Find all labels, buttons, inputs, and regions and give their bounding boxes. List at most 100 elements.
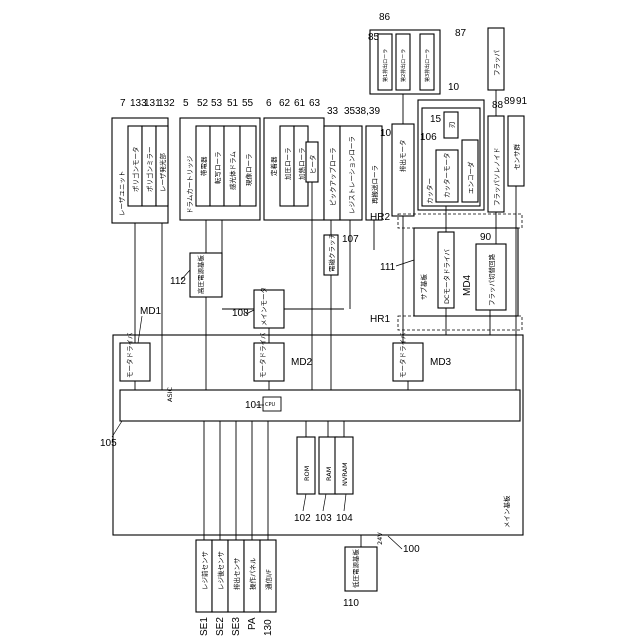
sub-board-ref: 111 — [380, 262, 396, 273]
eject2-label: 第2排出ローラ — [400, 49, 407, 82]
polygon-mirror-label: ポリゴンミラー — [145, 147, 154, 193]
regist-label: レジストレーションローラ — [348, 136, 356, 214]
rom-box — [297, 437, 315, 494]
md1-ref: MD1 — [140, 306, 162, 317]
v24-label: 24V — [376, 532, 384, 545]
sensor-label: センサ群 — [512, 144, 521, 171]
regist-ref: 35 — [344, 106, 356, 117]
flapper-label: フラッパ — [493, 50, 501, 77]
md3-driver-label: モータドライバ — [398, 332, 407, 378]
hr1-harness — [398, 316, 522, 330]
heat-roller-ref: 62 — [279, 98, 291, 109]
nvram-ref: 104 — [336, 513, 353, 524]
heater-ref: 63 — [309, 98, 321, 109]
high-power-label: 高圧電源基板 — [196, 255, 205, 295]
lf-ref: 130 — [263, 619, 274, 636]
regi-back-label: レジ後センサ — [216, 551, 225, 590]
md2-ref: MD2 — [291, 357, 313, 368]
main-board-ref: 100 — [403, 544, 420, 555]
ram-label: RAM — [325, 467, 333, 481]
flapper-ref: 88 — [492, 100, 504, 111]
eject-motor-ref: 106 — [420, 132, 437, 143]
blade-ref: 15 — [430, 114, 442, 125]
low-power-label: 低圧電源基板 — [351, 549, 360, 589]
sub-board-label: サブ基板 — [419, 274, 428, 301]
encoder-label: エンコーダ — [466, 161, 475, 194]
sensor-ref: 91 — [516, 96, 528, 107]
ram-ref: 103 — [315, 513, 332, 524]
pa-ref: PA — [247, 617, 258, 630]
md1-driver-label: モータドライバ — [125, 332, 134, 378]
lf-label: 通信I/F — [264, 569, 273, 590]
asic-ref: 105 — [100, 438, 117, 449]
dev-roller-ref: 55 — [242, 98, 254, 109]
hr2-ref: HR2 — [370, 212, 390, 223]
cpu-label: CPU — [265, 402, 276, 408]
asic-label: ASIC — [166, 387, 174, 402]
clutch-label: 電磁クラッチ — [327, 233, 336, 272]
charger-label: 帯電器 — [199, 156, 208, 176]
cpu-ref: 101 — [245, 400, 262, 411]
se2-ref: SE2 — [215, 617, 226, 636]
cutter-group-ref: 10 — [448, 82, 460, 93]
main-motor-label: メインモータ — [259, 287, 268, 326]
drum-cart-ref: 5 — [183, 98, 189, 109]
eject1-label: 第1排出ローラ — [382, 49, 389, 82]
md3-ref: MD3 — [430, 357, 452, 368]
nvram-label: NVRAM — [341, 462, 349, 486]
regist-ref-2: 38,39 — [355, 106, 380, 117]
sub-board-leader — [396, 260, 414, 266]
md3-driver-box — [393, 343, 423, 381]
main-motor-box — [254, 290, 284, 328]
eject-sensor-label: 排出センサ — [232, 558, 241, 591]
refeed-label: 再搬送ローラ — [370, 165, 379, 204]
transfer-roller-ref: 53 — [211, 98, 223, 109]
switch-label: フラッパ切替回路 — [487, 254, 496, 307]
dev-roller-label: 現像ローラ — [244, 154, 253, 187]
hr1-ref: HR1 — [370, 314, 390, 325]
laser-emitter-ref: 132 — [158, 98, 175, 109]
high-power-box — [190, 253, 222, 297]
se3-ref: SE3 — [231, 617, 242, 636]
heater-label: ヒータ — [308, 155, 317, 175]
pickup-ref: 33 — [327, 106, 339, 117]
regi-front-label: レジ前センサ — [200, 551, 209, 590]
cutter-motor-label: カッターモータ — [442, 153, 451, 199]
op-panel-label: 操作パネル — [248, 557, 257, 590]
transfer-roller-label: 転写ローラ — [214, 152, 222, 185]
fixer-ref: 6 — [266, 98, 272, 109]
rom-label: ROM — [303, 466, 311, 481]
pickup-label: ピックアップローラ — [329, 148, 337, 207]
hr2-harness — [398, 214, 522, 228]
press-roller-label: 加熱ローラ — [297, 148, 306, 181]
laser-emitter-label: レーザ発光部 — [158, 153, 167, 192]
md2-driver-label: モータドライバ — [258, 332, 267, 378]
drum-cart-label: ドラムカートリッジ — [186, 155, 194, 214]
main-board-leader — [388, 536, 402, 549]
md1-driver-box — [120, 343, 150, 381]
eject-motor-label: 排出モータ — [398, 140, 407, 173]
se1-ref: SE1 — [199, 617, 210, 636]
main-board-label: メイン基板 — [502, 495, 511, 528]
solenoid-label: フラッパソレノイド — [493, 148, 501, 207]
drum-label: 感光体ドラム — [228, 151, 237, 190]
blade-label: 刃 — [448, 122, 456, 129]
cutter-label: カッター — [425, 178, 434, 204]
laser-unit-label: レーザユニット — [118, 171, 126, 216]
low-power-box — [345, 547, 377, 591]
eject1-ref: 85 — [368, 32, 380, 43]
eject2-ref: 86 — [379, 12, 391, 23]
rom-ref: 102 — [294, 513, 311, 524]
eject3-ref: 87 — [455, 28, 467, 39]
fixer-label: 定着器 — [269, 156, 278, 176]
drum-ref: 51 — [227, 98, 239, 109]
main-board-box — [113, 335, 523, 535]
dc-driver-label: DCモータドライバ — [442, 249, 451, 304]
eject3-label: 第3排出ローラ — [424, 49, 431, 82]
charger-ref: 52 — [197, 98, 209, 109]
ram-box — [319, 437, 337, 494]
press-roller-ref: 61 — [294, 98, 306, 109]
clutch-ref: 107 — [342, 234, 359, 245]
high-power-ref: 112 — [170, 276, 186, 287]
